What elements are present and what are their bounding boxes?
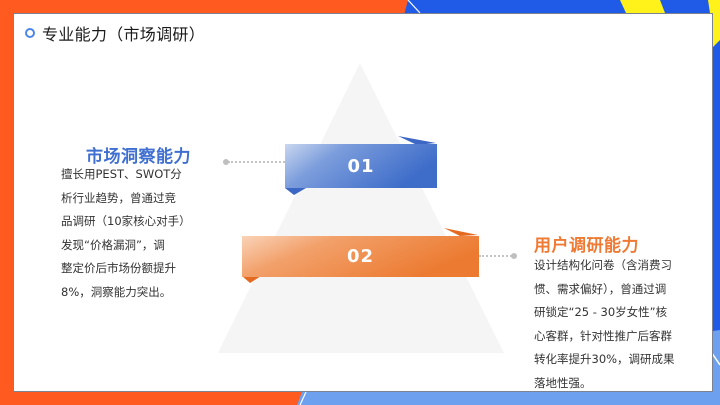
slide-title: 专业能力（市场调研） — [42, 25, 206, 44]
body-line: 析行业趋势，曾通过竞 — [61, 190, 176, 205]
pyramid-triangle — [218, 63, 504, 353]
leader-dot-01 — [223, 159, 229, 165]
slide-header: 专业能力（市场调研） — [25, 21, 205, 45]
body-line: 品调研（10家核心对手） — [61, 214, 191, 228]
body-line: 惯、需求偏好），曾通过调 — [534, 281, 667, 296]
section-number-01: 01 — [347, 155, 375, 177]
leader-dot-02 — [511, 253, 517, 259]
body-line: 研锁定“25 - 30岁女性”核 — [534, 305, 668, 319]
body-line: 发现“价格漏洞”，调 — [61, 237, 165, 252]
body-line: 整定价后市场份额提升 — [61, 261, 176, 275]
section-title-user-research: 用户调研能力 — [534, 236, 639, 256]
body-line: 设计结构化问卷（含消费习 — [534, 258, 672, 272]
section-number-02: 02 — [346, 246, 375, 267]
body-line: 心客群，针对性推广后客群 — [534, 328, 672, 343]
section-title-market-insight: 市场洞察能力 — [86, 147, 191, 167]
section-body-user-research: 设计结构化问卷（含消费习 惯、需求偏好），曾通过调 研锁定“25 - 30岁女性… — [534, 254, 675, 395]
ribbon-02: 02 — [242, 236, 479, 277]
body-line: 8%，洞察能力突出。 — [61, 284, 172, 299]
ribbon-01: 01 — [285, 144, 437, 188]
body-line: 擅长用PEST、SWOT分 — [61, 167, 182, 181]
body-line: 转化率提升30%，调研成果 — [534, 352, 675, 366]
ribbon-01-shape — [242, 136, 479, 283]
body-line: 落地性强。 — [534, 375, 592, 390]
leader-line-02 — [479, 255, 512, 257]
leader-line-01 — [228, 161, 285, 163]
bullet-circle-icon — [25, 28, 35, 38]
content-card: 专业能力（市场调研） 01 02 — [13, 13, 713, 392]
section-body-market-insight: 擅长用PEST、SWOT分 析行业趋势，曾通过竞 品调研（10家核心对手） 发现… — [61, 163, 191, 304]
